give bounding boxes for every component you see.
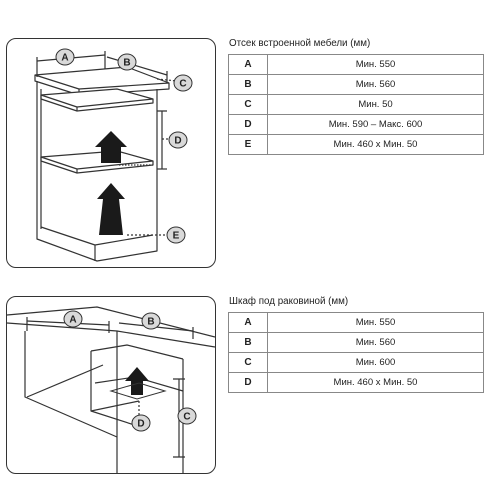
marker-d: D — [168, 131, 188, 149]
row-value: Мин. 460 x Мин. 50 — [267, 372, 484, 393]
under-sink-cabinet-diagram: A B C D — [6, 296, 216, 474]
built-in-title: Отсек встроенной мебели (мм) — [229, 38, 371, 49]
marker-a-label: A — [69, 315, 76, 326]
marker-d: D — [131, 414, 151, 432]
airflow-arrow-lower — [97, 183, 125, 235]
table-row: E Мин. 460 x Мин. 50 — [228, 134, 484, 155]
table-row: D Мин. 460 x Мин. 50 — [228, 372, 484, 393]
marker-a-label: A — [61, 53, 68, 64]
built-in-cabinet-drawing: A B C D E — [34, 48, 193, 262]
row-key: C — [228, 352, 268, 373]
under-sink-table: A Мин. 550 B Мин. 560 C Мин. 600 D Мин. … — [228, 312, 484, 393]
table-row: C Мин. 50 — [228, 94, 484, 115]
marker-e: E — [166, 226, 186, 244]
under-sink-title: Шкаф под раковиной (мм) — [229, 296, 349, 307]
table-row: B Мин. 560 — [228, 74, 484, 95]
table-row: A Мин. 550 — [228, 312, 484, 333]
table-row: B Мин. 560 — [228, 332, 484, 353]
built-in-table: A Мин. 550 B Мин. 560 C Мин. 50 D Мин. 5… — [228, 54, 484, 155]
row-key: A — [228, 312, 268, 333]
marker-b: B — [117, 53, 137, 71]
marker-c-label: C — [179, 79, 186, 90]
row-key: B — [228, 74, 268, 95]
marker-a: A — [63, 310, 83, 328]
row-value: Мин. 590 – Макс. 600 — [267, 114, 484, 135]
marker-d-label: D — [174, 136, 181, 147]
row-key: A — [228, 54, 268, 75]
row-key: E — [228, 134, 268, 155]
table-row: C Мин. 600 — [228, 352, 484, 373]
marker-a: A — [55, 48, 75, 66]
row-key: C — [228, 94, 268, 115]
row-key: D — [228, 372, 268, 393]
under-sink-spec: Шкаф под раковиной (мм) A Мин. 550 B Мин… — [228, 296, 484, 393]
row-key: B — [228, 332, 268, 353]
row-value: Мин. 600 — [267, 352, 484, 373]
marker-c-label: C — [183, 412, 190, 423]
airflow-arrow — [109, 367, 167, 400]
built-in-spec: Отсек встроенной мебели (мм) A Мин. 550 … — [228, 38, 484, 155]
under-sink-cabinet-drawing: A B C D — [7, 306, 215, 473]
row-value: Мин. 550 — [267, 312, 484, 333]
airflow-arrows — [95, 131, 127, 235]
marker-e-label: E — [173, 231, 180, 242]
built-in-cabinet-diagram: A B C D E — [6, 38, 216, 268]
row-value: Мин. 560 — [267, 74, 484, 95]
marker-c: C — [177, 407, 197, 425]
marker-b-label: B — [123, 58, 130, 69]
airflow-arrow-upper — [95, 131, 127, 163]
marker-d-label: D — [137, 419, 144, 430]
row-value: Мин. 50 — [267, 94, 484, 115]
table-row: A Мин. 550 — [228, 54, 484, 75]
airflow-arrow-shape — [125, 367, 149, 395]
table-row: D Мин. 590 – Макс. 600 — [228, 114, 484, 135]
row-value: Мин. 460 x Мин. 50 — [267, 134, 484, 155]
marker-b: B — [141, 312, 161, 330]
row-value: Мин. 550 — [267, 54, 484, 75]
marker-b-label: B — [147, 317, 154, 328]
row-value: Мин. 560 — [267, 332, 484, 353]
row-key: D — [228, 114, 268, 135]
marker-c: C — [173, 74, 193, 92]
